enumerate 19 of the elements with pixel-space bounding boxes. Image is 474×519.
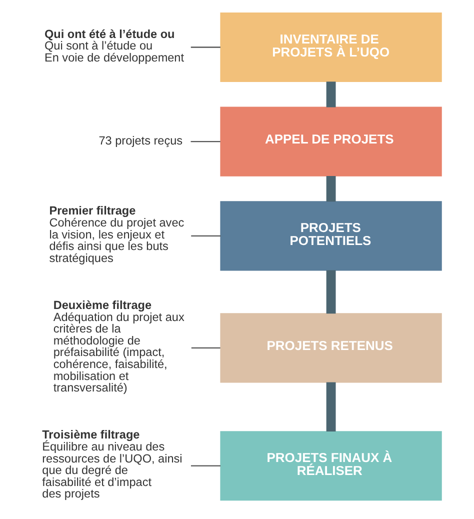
- node-text: 73 projets reçus: [98, 134, 183, 148]
- node-box: INVENTAIRE DE PROJETS À L’UQO: [220, 12, 442, 82]
- node-text: Deuxième filtrage Adéquation du projet aux critères de la méthodologie de préfaisabilité (impact, cohérence, faisabilité, mobilisation et transversalité): [53, 299, 184, 395]
- connector: [190, 46, 220, 48]
- connector: [326, 82, 336, 108]
- node-text: Premier filtrage Cohérence du projet avec la vision, les enjeux et défis ainsi que les buts stratégiques: [49, 204, 184, 265]
- connector: [191, 347, 220, 349]
- node-box: PROJETS RETENUS: [220, 313, 442, 383]
- node-text: Troisième filtrage Équilibre au niveau des ressources de l’UQO, ainsi que du degré de faisabilité et d’impact des projets: [42, 428, 182, 501]
- connector: [190, 141, 220, 142]
- node-box: PROJETS POTENTIELS: [220, 201, 442, 271]
- node-text: Qui ont été à l’étude ou Qui sont à l’étude ou En voie de développement: [44, 28, 184, 64]
- node-box: PROJETS FINAUX À RÉALISER: [220, 431, 442, 501]
- node-box: APPEL DE PROJETS: [220, 106, 442, 176]
- connector: [326, 270, 336, 314]
- connector: [191, 235, 221, 236]
- connector: [326, 382, 336, 432]
- connector: [190, 465, 220, 466]
- connector: [326, 176, 336, 202]
